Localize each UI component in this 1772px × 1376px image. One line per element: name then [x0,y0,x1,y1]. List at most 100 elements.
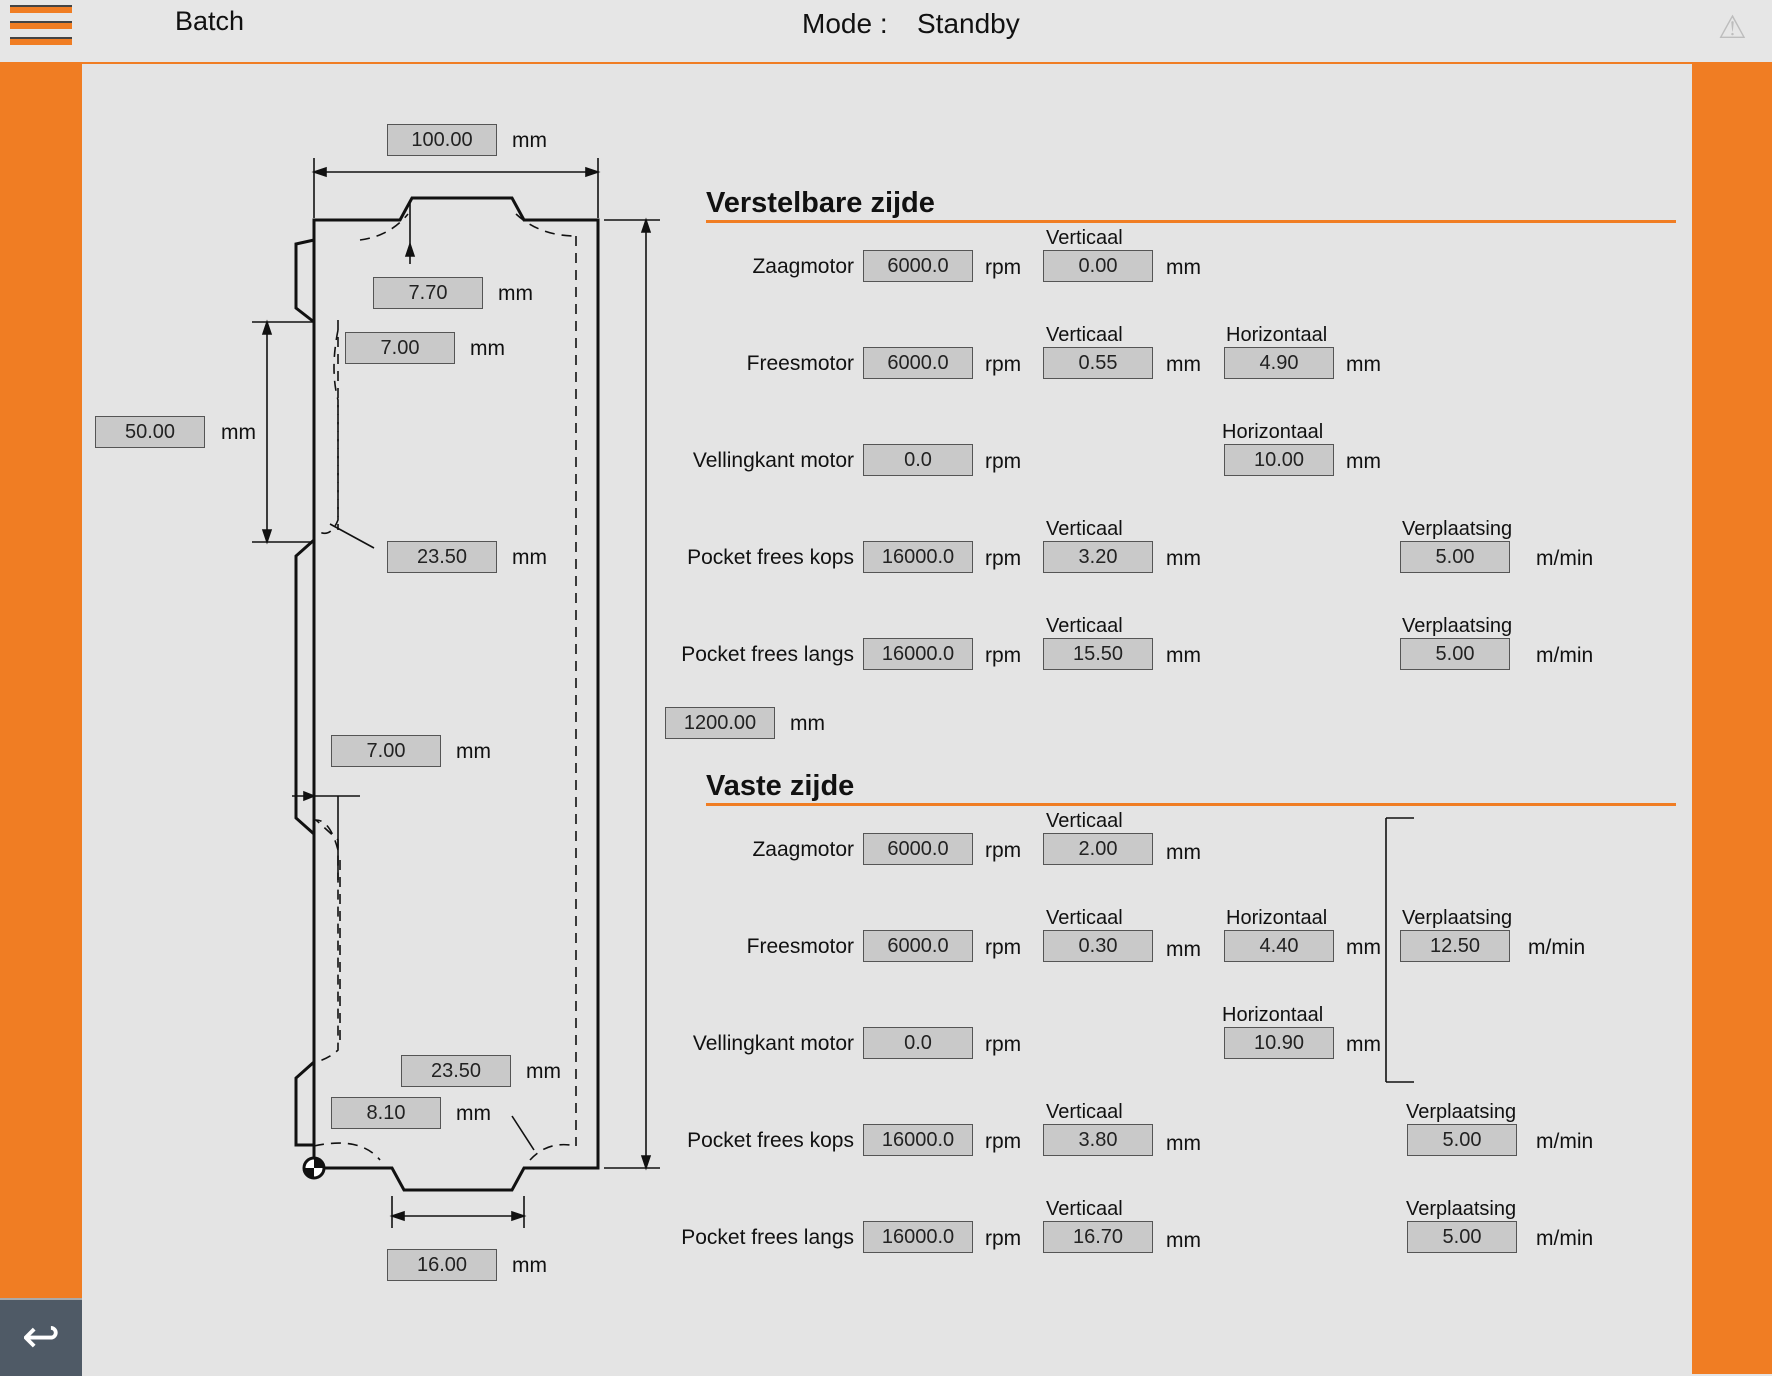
unit-label: mm [512,129,547,152]
vertical-label: Verticaal [1046,227,1123,249]
unit-label: rpm [985,936,1022,959]
unit-label: mm [456,1102,491,1125]
vertical-label: Verticaal [1046,1101,1123,1123]
horizontal-field[interactable]: 4.40 [1224,930,1334,962]
unit-label: rpm [985,547,1022,570]
row-label: Pocket frees kops [687,1129,854,1152]
row-label: Pocket frees kops [687,546,854,569]
page-title: Batch [175,6,245,36]
vertical-field[interactable]: 16.70 [1043,1221,1153,1253]
rpm-field[interactable]: 6000.0 [863,347,973,379]
unit-label: m/min [1536,1227,1594,1250]
unit-label: mm [1166,841,1201,864]
rpm-field[interactable]: 16000.0 [863,638,973,670]
rpm-field[interactable]: 6000.0 [863,833,973,865]
unit-label: rpm [985,256,1022,279]
section-title-verstelbare: Verstelbare zijde [706,187,935,219]
unit-label: mm [456,740,491,763]
move-field[interactable]: 12.50 [1400,930,1510,962]
lower-pocket-pos-field[interactable]: 23.50 [401,1055,511,1087]
unit-label: mm [1166,547,1201,570]
move-field[interactable]: 5.00 [1400,638,1510,670]
vertical-field[interactable]: 3.20 [1043,541,1153,573]
horizontal-label: Horizontaal [1226,907,1328,929]
right-rail [1692,64,1772,1374]
unit-label: rpm [985,353,1022,376]
unit-label: rpm [985,1227,1022,1250]
vertical-label: Verticaal [1046,324,1123,346]
rpm-field[interactable]: 16000.0 [863,1124,973,1156]
profile-outline [312,196,600,1192]
unit-label: rpm [985,1130,1022,1153]
unit-label: mm [512,1254,547,1277]
move-label: Verplaatsing [1406,1198,1517,1220]
unit-label: m/min [1528,936,1586,959]
top-notch-depth-field[interactable]: 7.70 [373,277,483,309]
unit-label: mm [512,546,547,569]
horizontal-field[interactable]: 10.90 [1224,1027,1334,1059]
move-field[interactable]: 5.00 [1400,541,1510,573]
vertical-label: Verticaal [1046,615,1123,637]
warning-triangle-icon[interactable]: ⚠ [1718,9,1747,45]
move-field[interactable]: 5.00 [1407,1221,1517,1253]
section-title-vaste: Vaste zijde [706,770,855,802]
rpm-field[interactable]: 0.0 [863,444,973,476]
unit-label: mm [1166,256,1201,279]
back-arrow-icon[interactable]: ↩ [0,1298,82,1376]
horizontal-field[interactable]: 10.00 [1224,444,1334,476]
unit-label: mm [221,421,256,444]
vertical-field[interactable]: 3.80 [1043,1124,1153,1156]
move-label: Verplaatsing [1402,907,1513,929]
row-label: Freesmotor [746,935,854,958]
vertical-label: Verticaal [1046,810,1123,832]
total-length-field[interactable]: 1200.00 [665,707,775,739]
vertical-field[interactable]: 15.50 [1043,638,1153,670]
unit-label: m/min [1536,547,1594,570]
unit-label: rpm [985,1033,1022,1056]
move-field[interactable]: 5.00 [1407,1124,1517,1156]
row-label: Freesmotor [746,352,854,375]
unit-label: rpm [985,450,1022,473]
top-bar: Batch Mode : Standby ⚠ [0,0,1772,64]
lower-radius-field[interactable]: 7.00 [331,735,441,767]
section-divider [706,803,1676,806]
vertical-label: Verticaal [1046,518,1123,540]
horizontal-label: Horizontaal [1222,421,1324,443]
rpm-field[interactable]: 16000.0 [863,541,973,573]
mode-label: Mode : [802,8,888,39]
row-label: Vellingkant motor [692,1032,854,1055]
move-label: Verplaatsing [1402,615,1513,637]
unit-label: mm [1166,644,1201,667]
unit-label: mm [526,1060,561,1083]
vertical-label: Verticaal [1046,1198,1123,1220]
rpm-field[interactable]: 16000.0 [863,1221,973,1253]
unit-label: mm [790,712,825,735]
unit-label: mm [1166,1132,1201,1155]
horizontal-label: Horizontaal [1222,1004,1324,1026]
horizontal-field[interactable]: 4.90 [1224,347,1334,379]
row-label: Pocket frees langs [681,1226,854,1249]
top-width-field[interactable]: 100.00 [387,124,497,156]
unit-label: mm [1346,936,1381,959]
upper-radius-field[interactable]: 7.00 [345,332,455,364]
dashed-pocket [337,320,341,1040]
unit-label: mm [470,337,505,360]
hamburger-menu-icon[interactable] [10,5,72,45]
row-label: Vellingkant motor [692,449,854,472]
vertical-label: Verticaal [1046,907,1123,929]
vertical-field[interactable]: 0.55 [1043,347,1153,379]
rpm-field[interactable]: 6000.0 [863,250,973,282]
vertical-field[interactable]: 0.30 [1043,930,1153,962]
rpm-field[interactable]: 0.0 [863,1027,973,1059]
vertical-field[interactable]: 0.00 [1043,250,1153,282]
mode-value: Standby [917,8,1020,39]
row-label: Zaagmotor [752,838,854,861]
left-pocket-length-field[interactable]: 50.00 [95,416,205,448]
unit-label: mm [498,282,533,305]
unit-label: mm [1166,1229,1201,1252]
bottom-width-field[interactable]: 16.00 [387,1249,497,1281]
upper-pocket-pos-field[interactable]: 23.50 [387,541,497,573]
bottom-notch-depth-field[interactable]: 8.10 [331,1097,441,1129]
vertical-field[interactable]: 2.00 [1043,833,1153,865]
rpm-field[interactable]: 6000.0 [863,930,973,962]
